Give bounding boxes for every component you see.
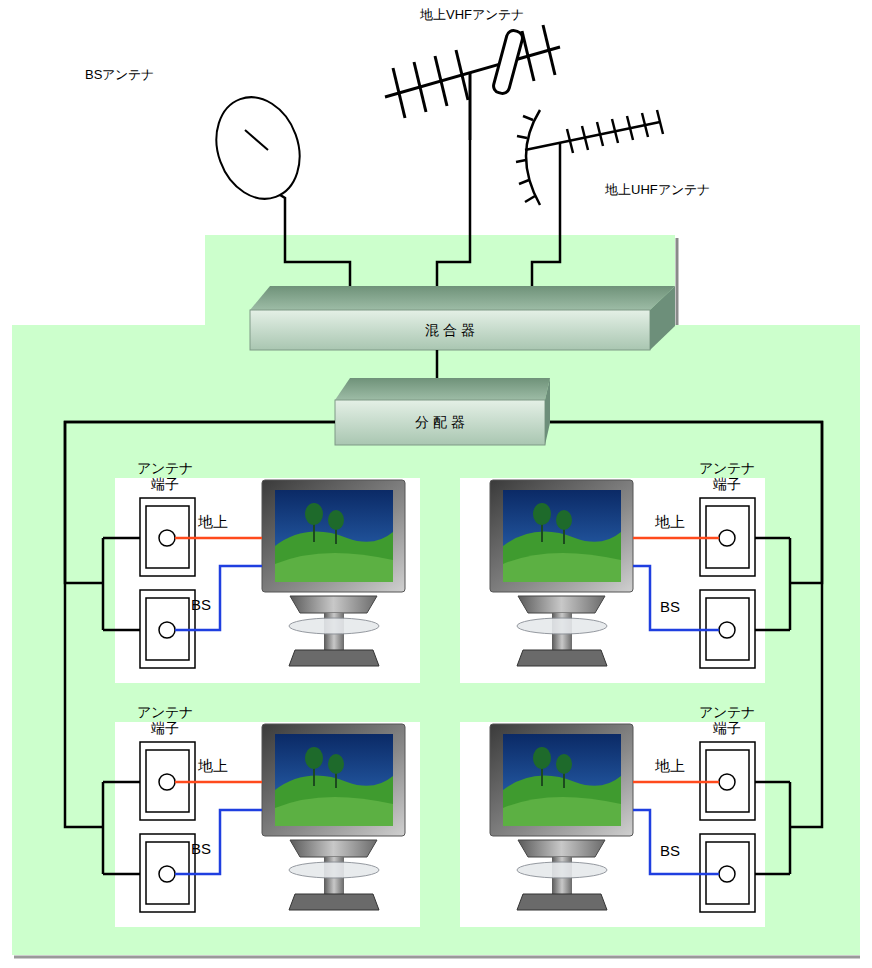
cable-label: 地上 [655,757,685,774]
drawing-part [335,400,545,445]
cable-label: BS [191,596,211,613]
cable-line [285,205,350,286]
drawing-part [250,286,675,310]
drawing-part [385,47,560,97]
room-panel [460,478,800,683]
room-panel-node: アンテナ端子地上BS [95,722,420,927]
room-panel [460,722,800,927]
cable-line [532,210,560,286]
box-label: 混 合 器 [250,310,650,350]
drawing-part [582,126,588,150]
drawing-part [519,180,529,184]
terminal-label: アンテナ端子 [695,704,759,736]
drawing-part [393,68,405,118]
cable-line [65,422,335,827]
drawing-part [516,160,526,162]
cable-line [436,350,439,378]
drawing-part [492,29,524,95]
box-label: 分 配 器 [335,400,545,445]
antenna-node: 地上VHFアンテナ [375,5,575,140]
room-panel-node: アンテナ端子地上BS [460,722,800,927]
drawing-part [469,73,472,140]
antenna-label: BSアンテナ [85,68,154,83]
room-panel-node: アンテナ端子地上BS [460,478,800,683]
drawing-part [642,113,648,137]
drawing-part [627,116,633,140]
drawing-part [597,122,603,146]
room-panel [95,722,420,927]
antenna-label: 地上UHFアンテナ [605,183,710,198]
room-panel-node: アンテナ端子地上BS [95,478,420,683]
house-shadow [14,956,860,959]
drawing-part [250,310,650,350]
terminal-label: アンテナ端子 [695,460,759,492]
distributor-box: 分 配 器 [335,378,550,445]
antenna-node: BSアンテナ [80,60,310,205]
drawing-part [559,143,562,210]
terminal-label: アンテナ端子 [133,704,197,736]
drawing-part [522,31,534,81]
drawing-part [657,110,663,134]
drawing-part [612,119,618,143]
drawing-part [414,62,426,112]
cable-label: 地上 [198,757,228,774]
cable-label: BS [660,842,680,859]
cable-line [437,140,470,286]
drawing-part [525,122,660,150]
drawing-part [523,116,533,120]
drawing-part [456,50,468,100]
drawing-part [543,25,555,75]
mixer-box: 混 合 器 [250,286,675,350]
cable-line [550,422,822,827]
room-panel [95,478,420,683]
drawing-part [435,56,447,106]
antenna-node: 地上UHFアンテナ [510,95,770,210]
antenna-label: 地上VHFアンテナ [420,8,524,23]
drawing-part [545,378,550,445]
drawing-part [517,136,527,138]
cable-label: 地上 [655,513,685,530]
drawing-part [335,378,550,400]
mixer-body [250,286,675,350]
bs-antenna [203,85,314,210]
drawing-part [526,110,540,205]
house-ground [12,235,860,955]
distributor-body [335,378,550,445]
cable-label: BS [191,840,211,857]
drawing-part [203,85,314,210]
cable-line [65,422,335,583]
cable-label: 地上 [198,513,228,530]
drawing-part [245,130,268,150]
cable-label: BS [660,598,680,615]
cable-line [550,422,822,583]
drawing-part [567,129,573,153]
terminal-label: アンテナ端子 [133,460,197,492]
house-shadow [676,238,679,325]
drawing-part [525,196,535,202]
drawing-part [650,286,675,350]
